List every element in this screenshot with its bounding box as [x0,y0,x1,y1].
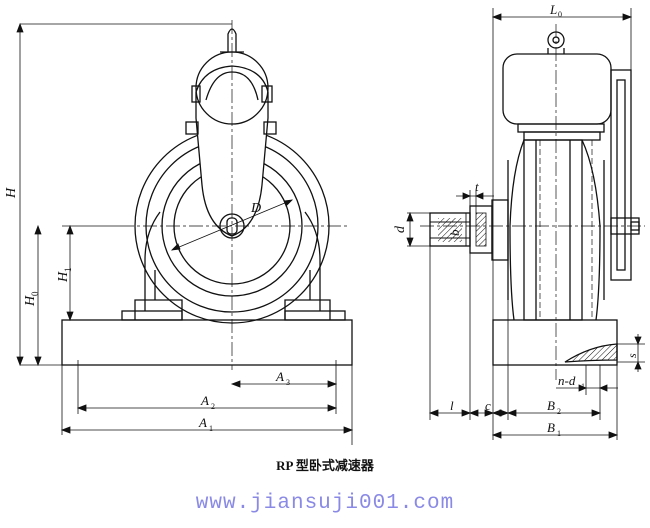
dim-nd1 [556,365,618,395]
dim-shaft-key [406,190,494,248]
front-left-foot [121,310,183,321]
dim-verticals-front [16,22,232,367]
watermark: www.jiansuji001.com [196,492,454,515]
label-d: d [393,225,408,233]
front-view [61,28,353,366]
side-view [429,31,640,366]
dim-s [617,334,645,372]
front-centerlines [62,20,350,370]
dim-D [170,199,294,251]
label-H1: H [56,271,71,283]
side-column [523,139,583,321]
front-base-plate [61,319,353,366]
front-motor-arm [195,65,269,237]
label-H1-sub: 1 [63,268,73,273]
label-B2: B [547,398,555,413]
label-b: b [447,229,462,236]
side-belt-guard [610,69,632,281]
label-L0-sub: 0 [558,10,562,19]
label-H: H [4,187,19,199]
label-nd1-sub: 1 [581,382,585,391]
label-c: c [485,398,491,413]
label-s: s [625,353,639,358]
label-A1: A [198,415,207,430]
front-right-foot [284,310,346,321]
label-B1-sub: 1 [557,429,561,438]
label-l: l [450,398,454,413]
label-L0: L [549,2,557,17]
dim-horizontals-front [60,360,354,445]
label-A3: A [275,369,284,384]
label-nd1: n-d [558,373,576,388]
dim-side-bottom [428,246,619,440]
label-A3-sub: 3 [286,378,290,387]
label-D: D [250,201,261,216]
side-motor-body [502,53,612,125]
label-B2-sub: 2 [557,407,561,416]
label-A1-sub: 1 [209,424,213,433]
dim-L0 [491,8,633,320]
side-foot-hatched [564,343,618,363]
label-A2: A [200,393,209,408]
label-B1: B [547,420,555,435]
label-H0: H [23,295,38,307]
label-t: t [475,179,479,194]
label-A2-sub: 2 [211,402,215,411]
side-centerlines [420,24,645,380]
caption: RP 型卧式减速器 [276,458,375,473]
label-H0-sub: 0 [30,291,40,296]
